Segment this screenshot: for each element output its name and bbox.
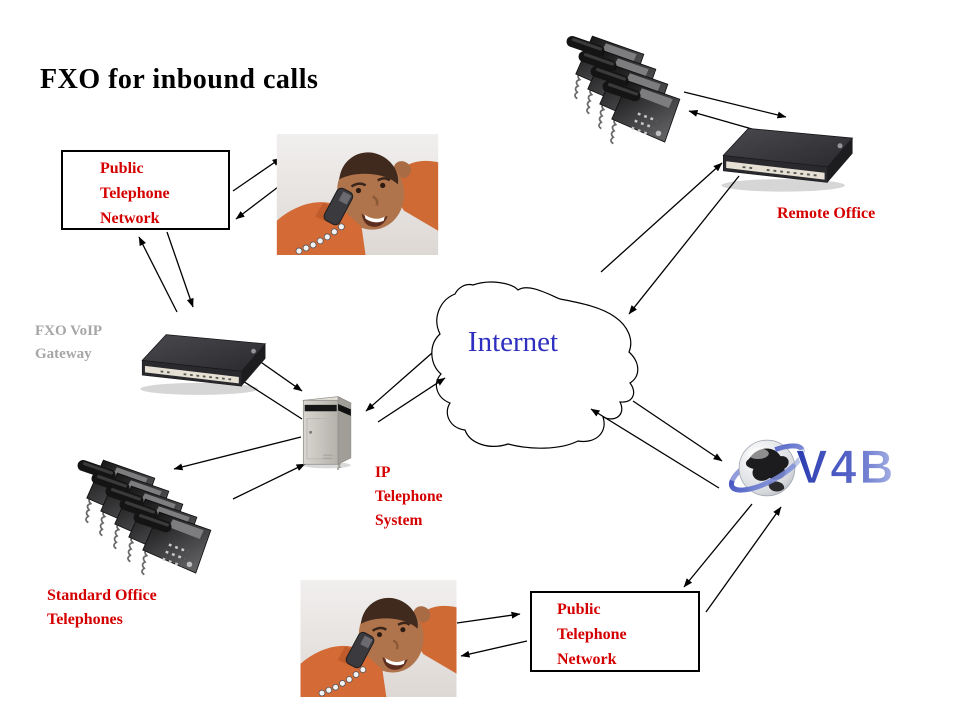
std-label-line1: Standard Office (47, 587, 157, 604)
arrow-line (138, 236, 178, 313)
ip-telephone-system-label: IP Telephone System (375, 461, 442, 533)
ptn-bottom-line3: Network (557, 651, 617, 668)
public-telephone-network-box-top: Public Telephone Network (61, 150, 230, 230)
standard-office-telephones-label: Standard Office Telephones (47, 584, 157, 632)
arrow-line (628, 175, 740, 315)
arrow-line (254, 357, 303, 392)
remote-office-label: Remote Office (777, 205, 876, 222)
fxo-voip-gateway-icon (139, 333, 267, 396)
ptn-bottom-line1: Public (557, 601, 601, 618)
standard-office-phones-stack (76, 457, 213, 576)
arrow-line (683, 503, 753, 588)
ip-label-line2: Telephone (375, 488, 443, 505)
arrow-line (460, 640, 528, 658)
remote-office-gateway-icon (720, 127, 854, 193)
fxo-voip-gateway-label: FXO VoIP Gateway (35, 320, 102, 366)
ptn-top-line2: Telephone (100, 185, 170, 202)
arrow-line (456, 611, 521, 624)
arrow-line (600, 162, 723, 273)
arrow-line (590, 408, 720, 489)
arrow-line (365, 352, 433, 412)
arrow-line (683, 91, 787, 119)
ip-label-line1: IP (375, 464, 391, 481)
page-title: FXO for inbound calls (40, 64, 319, 95)
arrow-line (232, 157, 282, 192)
remote-office-phones-stack (565, 33, 682, 145)
ptn-top-line1: Public (100, 160, 144, 177)
gateway-label-line1: FXO VoIP (35, 323, 103, 339)
arrow-line (632, 400, 723, 462)
internet-cloud (431, 281, 639, 449)
arrow-line (232, 463, 306, 500)
arrow-line (166, 231, 194, 308)
arrow-line (705, 506, 782, 613)
ptn-top-line3: Network (100, 210, 160, 227)
public-telephone-network-box-bottom: Public Telephone Network (530, 591, 700, 672)
person-on-phone-photo-bottom (300, 580, 457, 697)
v4b-logo: V4B (726, 437, 896, 498)
arrow-line (377, 377, 446, 423)
gateway-label-line2: Gateway (35, 346, 92, 362)
arrow-line (235, 183, 283, 220)
ip-label-line3: System (375, 512, 423, 529)
internet-label: Internet (467, 326, 559, 358)
std-label-line2: Telephones (47, 611, 123, 628)
v4b-logo-text: V4B (796, 440, 896, 493)
ptn-bottom-line2: Telephone (557, 626, 627, 643)
person-on-phone-photo-top (275, 134, 440, 255)
connection-arrows (138, 91, 787, 658)
arrow-line (173, 436, 302, 471)
ip-telephone-system-icon (302, 395, 352, 470)
arrow-line (688, 109, 753, 130)
